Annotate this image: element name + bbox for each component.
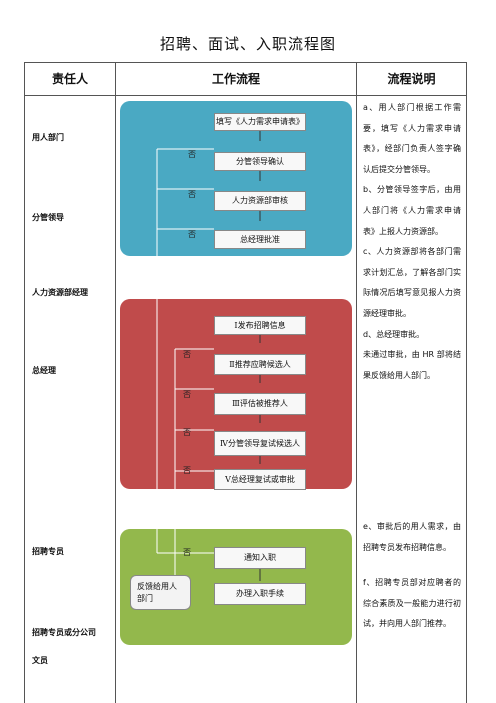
column-divider xyxy=(356,63,357,703)
no-label: 否 xyxy=(188,230,196,239)
role-clerk: 文员 xyxy=(32,656,48,665)
feedback-line-2: 部门 xyxy=(137,594,153,603)
explain-reject: 未通过审批，由 HR 部将结果反馈给用人部门。 xyxy=(363,350,461,380)
page-title: 招聘、面试、入职流程图 xyxy=(159,35,336,53)
role-leader: 分管领导 xyxy=(32,213,64,222)
explain-d: d、总经理审批。 xyxy=(363,329,425,339)
step-evaluate: Ⅲ评估被推荐人 xyxy=(214,393,306,415)
step-publish: Ⅰ发布招聘信息 xyxy=(214,316,306,335)
step-hr-review: 人力资源部审核 xyxy=(214,191,306,211)
step-recommend: Ⅱ推荐应聘候选人 xyxy=(214,354,306,375)
step-gm-interview: Ⅴ总经理复试或审批 xyxy=(214,469,306,490)
column-divider xyxy=(115,63,116,703)
explain-f: f、招聘专员部对应聘者的综合素质及一般能力进行初试，并向用人部门推荐。 xyxy=(363,578,461,629)
header-explain: 流程说明 xyxy=(387,72,436,86)
no-label: 否 xyxy=(183,466,191,475)
no-label: 否 xyxy=(183,428,191,437)
header-divider xyxy=(25,95,466,96)
role-recruiter-or-clerk: 招聘专员或分公司 xyxy=(32,628,96,637)
feedback-box: 反馈给用人 部门 xyxy=(130,575,191,610)
role-hr-manager: 人力资源部经理 xyxy=(32,288,88,297)
no-label: 否 xyxy=(183,350,191,359)
explain-a: a、用人部门根据工作需要，填写《人力需求申请表》，经部门负责人签字确认后提交分管… xyxy=(363,103,461,174)
step-onboarding: 办理入职手续 xyxy=(214,583,306,605)
header-role: 责任人 xyxy=(51,72,88,86)
step-leader-confirm: 分管领导确认 xyxy=(214,152,306,171)
explain-top: a、用人部门根据工作需要，填写《人力需求申请表》，经部门负责人签字确认后提交分管… xyxy=(363,98,461,386)
no-label: 否 xyxy=(188,150,196,159)
step-notify: 通知入职 xyxy=(214,547,306,569)
explain-c: c、人力资源部将各部门需求计划汇总，了解各部门实际情况后填写意见报人力资源经理审… xyxy=(363,247,461,318)
header-flow: 工作流程 xyxy=(211,72,260,86)
no-label: 否 xyxy=(183,390,191,399)
explain-e: e、审批后的用人需求，由招聘专员发布招聘信息。 xyxy=(363,522,461,552)
role-gm: 总经理 xyxy=(32,366,56,375)
no-label: 否 xyxy=(188,190,196,199)
step-fill-request: 填写《人力需求申请表》 xyxy=(214,113,306,131)
explain-bottom: e、审批后的用人需求，由招聘专员发布招聘信息。 f、招聘专员部对应聘者的综合素质… xyxy=(363,517,461,635)
role-recruiter: 招聘专员 xyxy=(32,547,64,556)
role-user-dept: 用人部门 xyxy=(32,133,64,142)
step-gm-approve: 总经理批准 xyxy=(214,230,306,249)
feedback-line-1: 反馈给用人 xyxy=(137,582,177,591)
explain-b: b、分管领导签字后，由用人部门将《人力需求申请表》上报人力资源部。 xyxy=(363,185,461,236)
process-table: 责任人 工作流程 流程说明 用人部门 分管领导 人力资源部经理 总经理 招聘专员… xyxy=(24,62,467,703)
step-leader-interview: Ⅳ分管领导复试候选人 xyxy=(214,431,306,456)
no-label: 否 xyxy=(183,548,191,557)
